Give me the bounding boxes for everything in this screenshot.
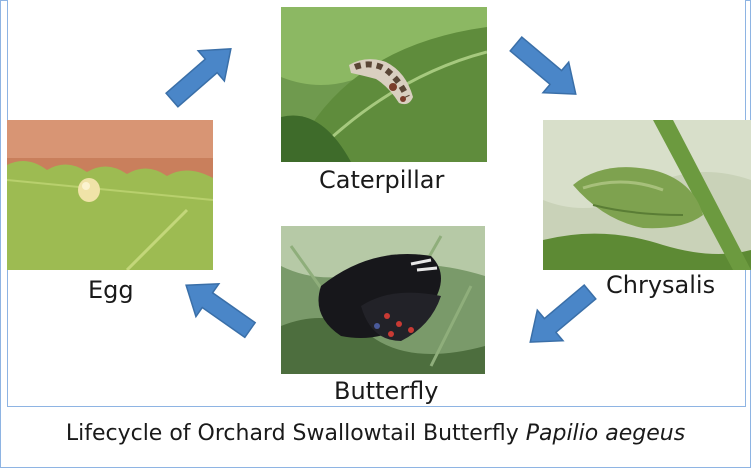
caterpillar-to-chrysalis-arrow — [503, 29, 588, 110]
butterfly-to-egg-arrow — [175, 269, 262, 347]
caption-species: Papilio aegeus — [526, 421, 685, 446]
egg-to-caterpillar-arrow — [159, 34, 244, 115]
caption-text: Lifecycle of Orchard Swallowtail Butterf… — [66, 421, 519, 446]
figure-caption: Lifecycle of Orchard Swallowtail Butterf… — [0, 407, 751, 468]
chrysalis-to-butterfly-arrow — [517, 277, 602, 358]
